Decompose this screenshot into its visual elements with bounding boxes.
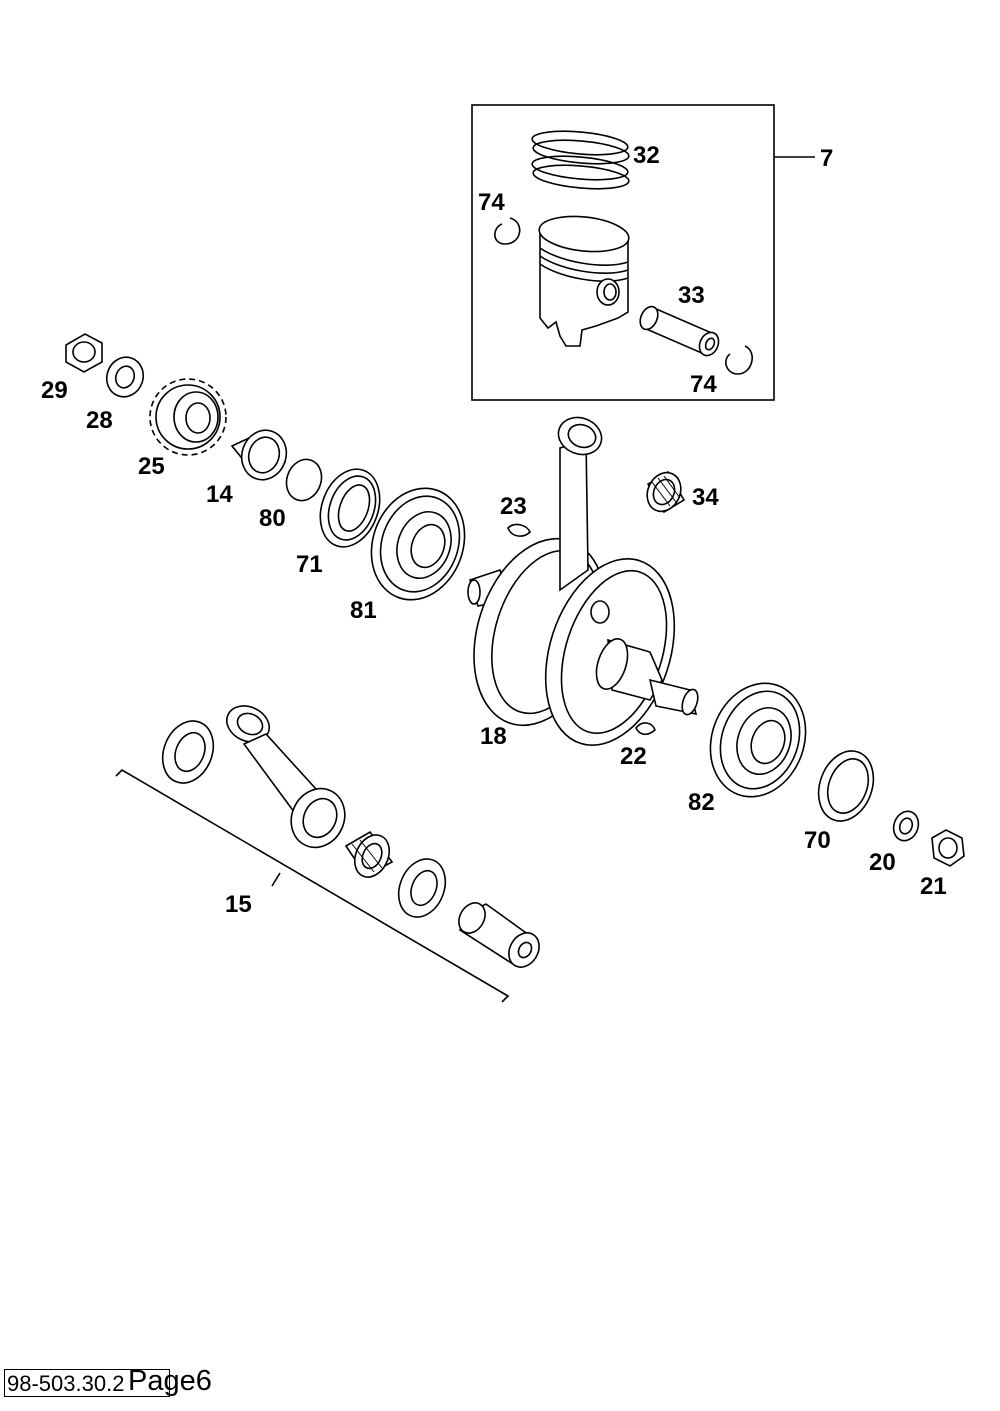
label-nut-21: 21: [920, 873, 947, 900]
piston-kit-frame: [471, 104, 775, 401]
label-washer-28: 28: [86, 407, 113, 434]
piston-kit-group: 7 32 74 33 74: [471, 104, 833, 401]
o-ring-80-drawing: [285, 458, 323, 502]
conrod-needle-bearing-drawing: [344, 830, 394, 878]
seal-71-drawing: [319, 468, 381, 548]
label-piston-kit: 7: [820, 145, 833, 172]
seal-70-drawing: [817, 750, 875, 822]
label-circlip-top: 74: [478, 189, 505, 216]
label-crankshaft-18: 18: [480, 723, 507, 750]
label-bearing-82: 82: [688, 789, 715, 816]
key-22-drawing: [635, 722, 656, 736]
key-23-drawing: [507, 523, 531, 537]
label-conrod-kit-15: 15: [225, 891, 252, 918]
connecting-rod-drawing: [226, 705, 346, 849]
label-o-ring-80: 80: [259, 505, 286, 532]
label-gear-25: 25: [138, 453, 165, 480]
label-seal-70: 70: [804, 827, 831, 854]
label-key-23: 23: [500, 493, 527, 520]
piston-rings-drawing: [531, 130, 630, 190]
page-label: Page6: [128, 1365, 212, 1397]
thrust-washer-upper-drawing: [161, 720, 215, 784]
label-piston-pin: 33: [678, 282, 705, 309]
nut-21-drawing: [931, 829, 965, 867]
piston-pin-drawing: [639, 305, 720, 357]
label-piston-rings: 32: [633, 142, 660, 169]
washer-28-drawing: [105, 356, 145, 398]
label-needle-bearing-34: 34: [692, 484, 719, 511]
crank-pin-drawing: [458, 902, 540, 968]
nut-29-drawing: [65, 333, 103, 373]
circlip-top-drawing: [494, 217, 521, 245]
label-nut-29: 29: [41, 377, 68, 404]
bushing-14-drawing: [230, 429, 288, 481]
label-seal-71: 71: [296, 551, 323, 578]
bearing-81-drawing: [370, 487, 466, 601]
label-bearing-81: 81: [350, 597, 377, 624]
label-washer-20: 20: [869, 849, 896, 876]
bearing-82-drawing: [709, 682, 807, 798]
gear-25-drawing: [149, 378, 227, 456]
label-circlip-bottom: 74: [690, 371, 717, 398]
piston-drawing: [538, 215, 630, 347]
thrust-washer-lower-drawing: [397, 858, 447, 918]
label-bushing-14: 14: [206, 481, 233, 508]
needle-bearing-34-drawing: [646, 470, 686, 514]
crankshaft-18-drawing: [467, 416, 699, 746]
washer-20-drawing: [892, 810, 920, 842]
document-number: 98-503.30.2: [4, 1369, 170, 1397]
conrod-kit-15-group: 15: [115, 705, 540, 1003]
label-key-22: 22: [620, 743, 647, 770]
circlip-bottom-drawing: [725, 345, 753, 375]
